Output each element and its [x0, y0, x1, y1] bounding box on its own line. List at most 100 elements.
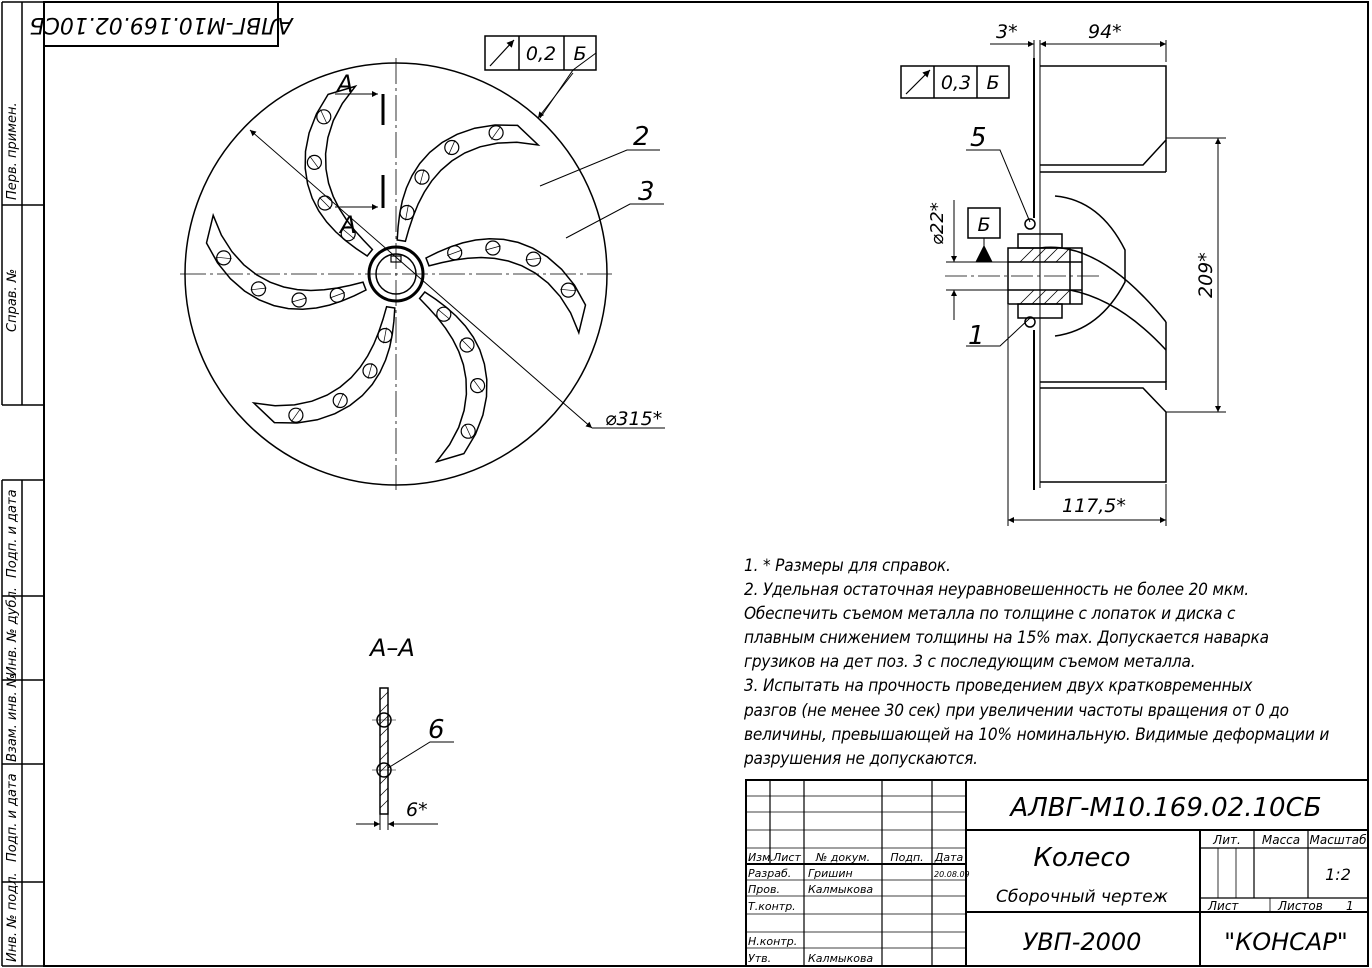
note-line: грузиков на дет поз. 3 с последующим съе… — [744, 652, 1196, 672]
side-stamp: Перв. примен. Справ. № Подп. и дата Инв.… — [5, 102, 20, 962]
rivet-mark — [447, 249, 463, 256]
blade — [418, 290, 488, 464]
note-line: разгов (не менее 30 сек) при увеличении … — [744, 700, 1289, 720]
rivet-mark — [485, 245, 501, 251]
note-line: 3. Испытать на прочность проведением дву… — [744, 676, 1253, 696]
rivet-mark — [329, 292, 345, 299]
side-label-perv: Перв. примен. — [5, 102, 20, 200]
rivet-mark — [464, 423, 472, 439]
section-labels: А–А 6 6* — [368, 634, 445, 821]
rivet-mark — [309, 155, 320, 170]
tb-col-doc: № докум. — [815, 851, 870, 864]
leader-label-6: 6 — [428, 715, 445, 745]
technical-notes: 1. * Размеры для справок. 2. Удельная ос… — [744, 554, 1330, 771]
side-label-dubl: Инв. № дубл. — [5, 587, 20, 676]
side-label-sprav: Справ. № — [5, 269, 20, 332]
rivet-mark — [491, 126, 501, 140]
rivet-mark — [560, 288, 577, 292]
tb-razrab-name: Гришин — [808, 867, 853, 880]
side-dimensions — [900, 40, 1226, 526]
datum-b: Б — [977, 214, 990, 236]
rivet-mark — [320, 109, 328, 125]
tb-tkontr: Т.контр. — [748, 900, 796, 913]
rivet-hole — [216, 250, 232, 266]
rivet-mark — [291, 408, 301, 422]
rivet-mark — [291, 297, 307, 303]
leader-label-2: 2 — [633, 122, 650, 152]
note-line: плавным снижением толщины на 15% max. До… — [744, 628, 1269, 648]
dim-diameter-315: ⌀315* — [605, 408, 662, 430]
dim-6: 6* — [406, 799, 428, 821]
tb-hdr-lit: Лит. — [1212, 833, 1241, 847]
section-title: А–А — [368, 634, 415, 662]
section-mark-top: А — [335, 70, 353, 98]
section-mark-bottom: А — [338, 211, 356, 239]
tb-name: Колесо — [1033, 843, 1130, 873]
tb-prov-name: Калмыкова — [808, 883, 873, 896]
tol-datum-front: Б — [573, 43, 586, 65]
tb-scale: 1:2 — [1325, 865, 1351, 884]
tb-col-date: Дата — [934, 851, 964, 864]
title-block — [745, 779, 1369, 967]
tb-utv-name: Калмыкова — [808, 952, 873, 965]
tb-doc-type: Сборочный чертеж — [996, 887, 1169, 907]
rivet-mark — [383, 327, 387, 344]
tol-datum-side: Б — [986, 72, 999, 94]
rivet-mark — [215, 256, 232, 260]
tb-designation: АЛВГ-М10.169.02.10СБ — [1008, 793, 1321, 823]
tb-col-izm: Изм. — [748, 851, 774, 864]
note-line: величины, превышающей на 10% номинальную… — [744, 724, 1330, 744]
title-block-text: АЛВГ-М10.169.02.10СБ Колесо Сборочный че… — [748, 793, 1367, 965]
leader-label-3: 3 — [638, 177, 655, 207]
note-line: Обеспечить съемом металла по толщине с л… — [744, 604, 1236, 624]
front-view — [180, 58, 612, 490]
rivet-mark — [250, 287, 267, 291]
tb-prov: Пров. — [748, 883, 780, 896]
leader-label-1: 1 — [968, 321, 985, 351]
tb-product: УВП-2000 — [1023, 928, 1142, 956]
side-label-podl: Инв. № подл. — [5, 872, 20, 962]
rivet-mark — [472, 378, 483, 393]
rivet-mark — [461, 339, 473, 351]
side-labels: 3* 94* 0,3 Б 5 1 Б ⌀22* 209* 117,5* — [927, 21, 1217, 517]
note-line: разрушения не допускаются. — [744, 748, 978, 768]
tb-hdr-mass: Масса — [1262, 833, 1300, 847]
rotated-code-box: АЛВГ-М10.169.02.10СБ — [29, 1, 295, 47]
note-line: 2. Удельная остаточная неуравновешенност… — [744, 580, 1249, 600]
tb-hdr-scale: Масштаб — [1309, 833, 1367, 847]
tb-company: "КОНСАР" — [1224, 928, 1348, 956]
rivet-mark — [419, 169, 425, 185]
dim-3: 3* — [996, 21, 1018, 43]
tb-utv: Утв. — [748, 952, 771, 965]
tb-sheets: Листов — [1277, 899, 1323, 913]
rivet-hole — [316, 109, 332, 125]
tol-value-side: 0,3 — [941, 72, 971, 94]
tb-col-list: Лист — [772, 851, 801, 864]
leader-label-5: 5 — [970, 123, 987, 153]
side-label-podp1: Подп. и дата — [5, 489, 20, 578]
tb-sheet: Лист — [1207, 899, 1239, 913]
tb-razrab: Разраб. — [748, 867, 791, 880]
side-label-podp2: Подп. и дата — [5, 773, 20, 862]
rivet-mark — [405, 204, 409, 221]
tol-value-front: 0,2 — [526, 43, 556, 65]
front-annotations — [249, 35, 665, 429]
tb-nkontr: Н.контр. — [748, 935, 797, 948]
tb-razrab-date: 20.08.09 — [934, 870, 970, 879]
section-aa — [356, 687, 454, 830]
tb-sheets-count: 1 — [1346, 899, 1354, 913]
tb-col-sign: Подп. — [890, 851, 923, 864]
dim-94: 94* — [1088, 21, 1122, 43]
rotated-code: АЛВГ-М10.169.02.10СБ — [29, 12, 294, 37]
rivet-mark — [336, 393, 344, 408]
dim-117-5: 117,5* — [1062, 495, 1126, 517]
rivet-mark — [448, 140, 456, 155]
dim-dia22: ⌀22* — [927, 202, 948, 245]
dim-209: 209* — [1195, 252, 1217, 298]
rivet-mark — [367, 363, 373, 379]
blade — [304, 84, 374, 258]
side-label-vzam: Взам. инв. № — [5, 674, 20, 762]
side-view — [945, 58, 1167, 490]
rivet-mark — [525, 257, 542, 261]
